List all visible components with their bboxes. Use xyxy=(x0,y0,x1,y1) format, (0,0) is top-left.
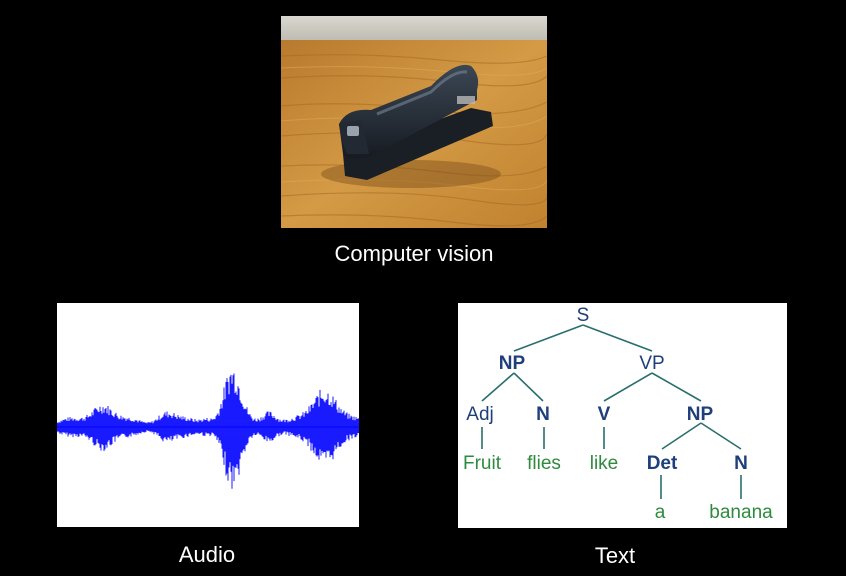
audio-caption: Audio xyxy=(178,542,236,567)
audio-waveform-panel xyxy=(57,303,359,527)
stapler-photo xyxy=(281,16,547,228)
waveform-trace xyxy=(57,373,359,489)
tree-word-fruit: Fruit xyxy=(463,453,502,474)
parse-tree: S NP VP Adj N V NP Det N Fruit flies lik… xyxy=(463,305,773,523)
tree-node-np-2: NP xyxy=(687,404,714,425)
text-caption: Text xyxy=(594,543,636,568)
tree-word-like: like xyxy=(590,453,619,474)
tree-node-det: Det xyxy=(647,453,678,474)
tree-node-vp: VP xyxy=(639,353,664,374)
tree-node-s: S xyxy=(577,305,590,326)
computer-vision-caption: Computer vision xyxy=(334,241,494,266)
tree-node-np: NP xyxy=(499,353,526,374)
parse-tree-panel: S NP VP Adj N V NP Det N Fruit flies lik… xyxy=(458,303,787,528)
tree-word-banana: banana xyxy=(709,502,773,523)
tree-word-a: a xyxy=(655,502,666,523)
audio-waveform xyxy=(57,373,359,489)
tree-node-n-2: N xyxy=(734,453,748,474)
tree-node-n: N xyxy=(536,404,550,425)
tree-node-adj: Adj xyxy=(466,404,493,425)
tree-node-v: V xyxy=(598,404,611,425)
tree-word-flies: flies xyxy=(527,453,561,474)
